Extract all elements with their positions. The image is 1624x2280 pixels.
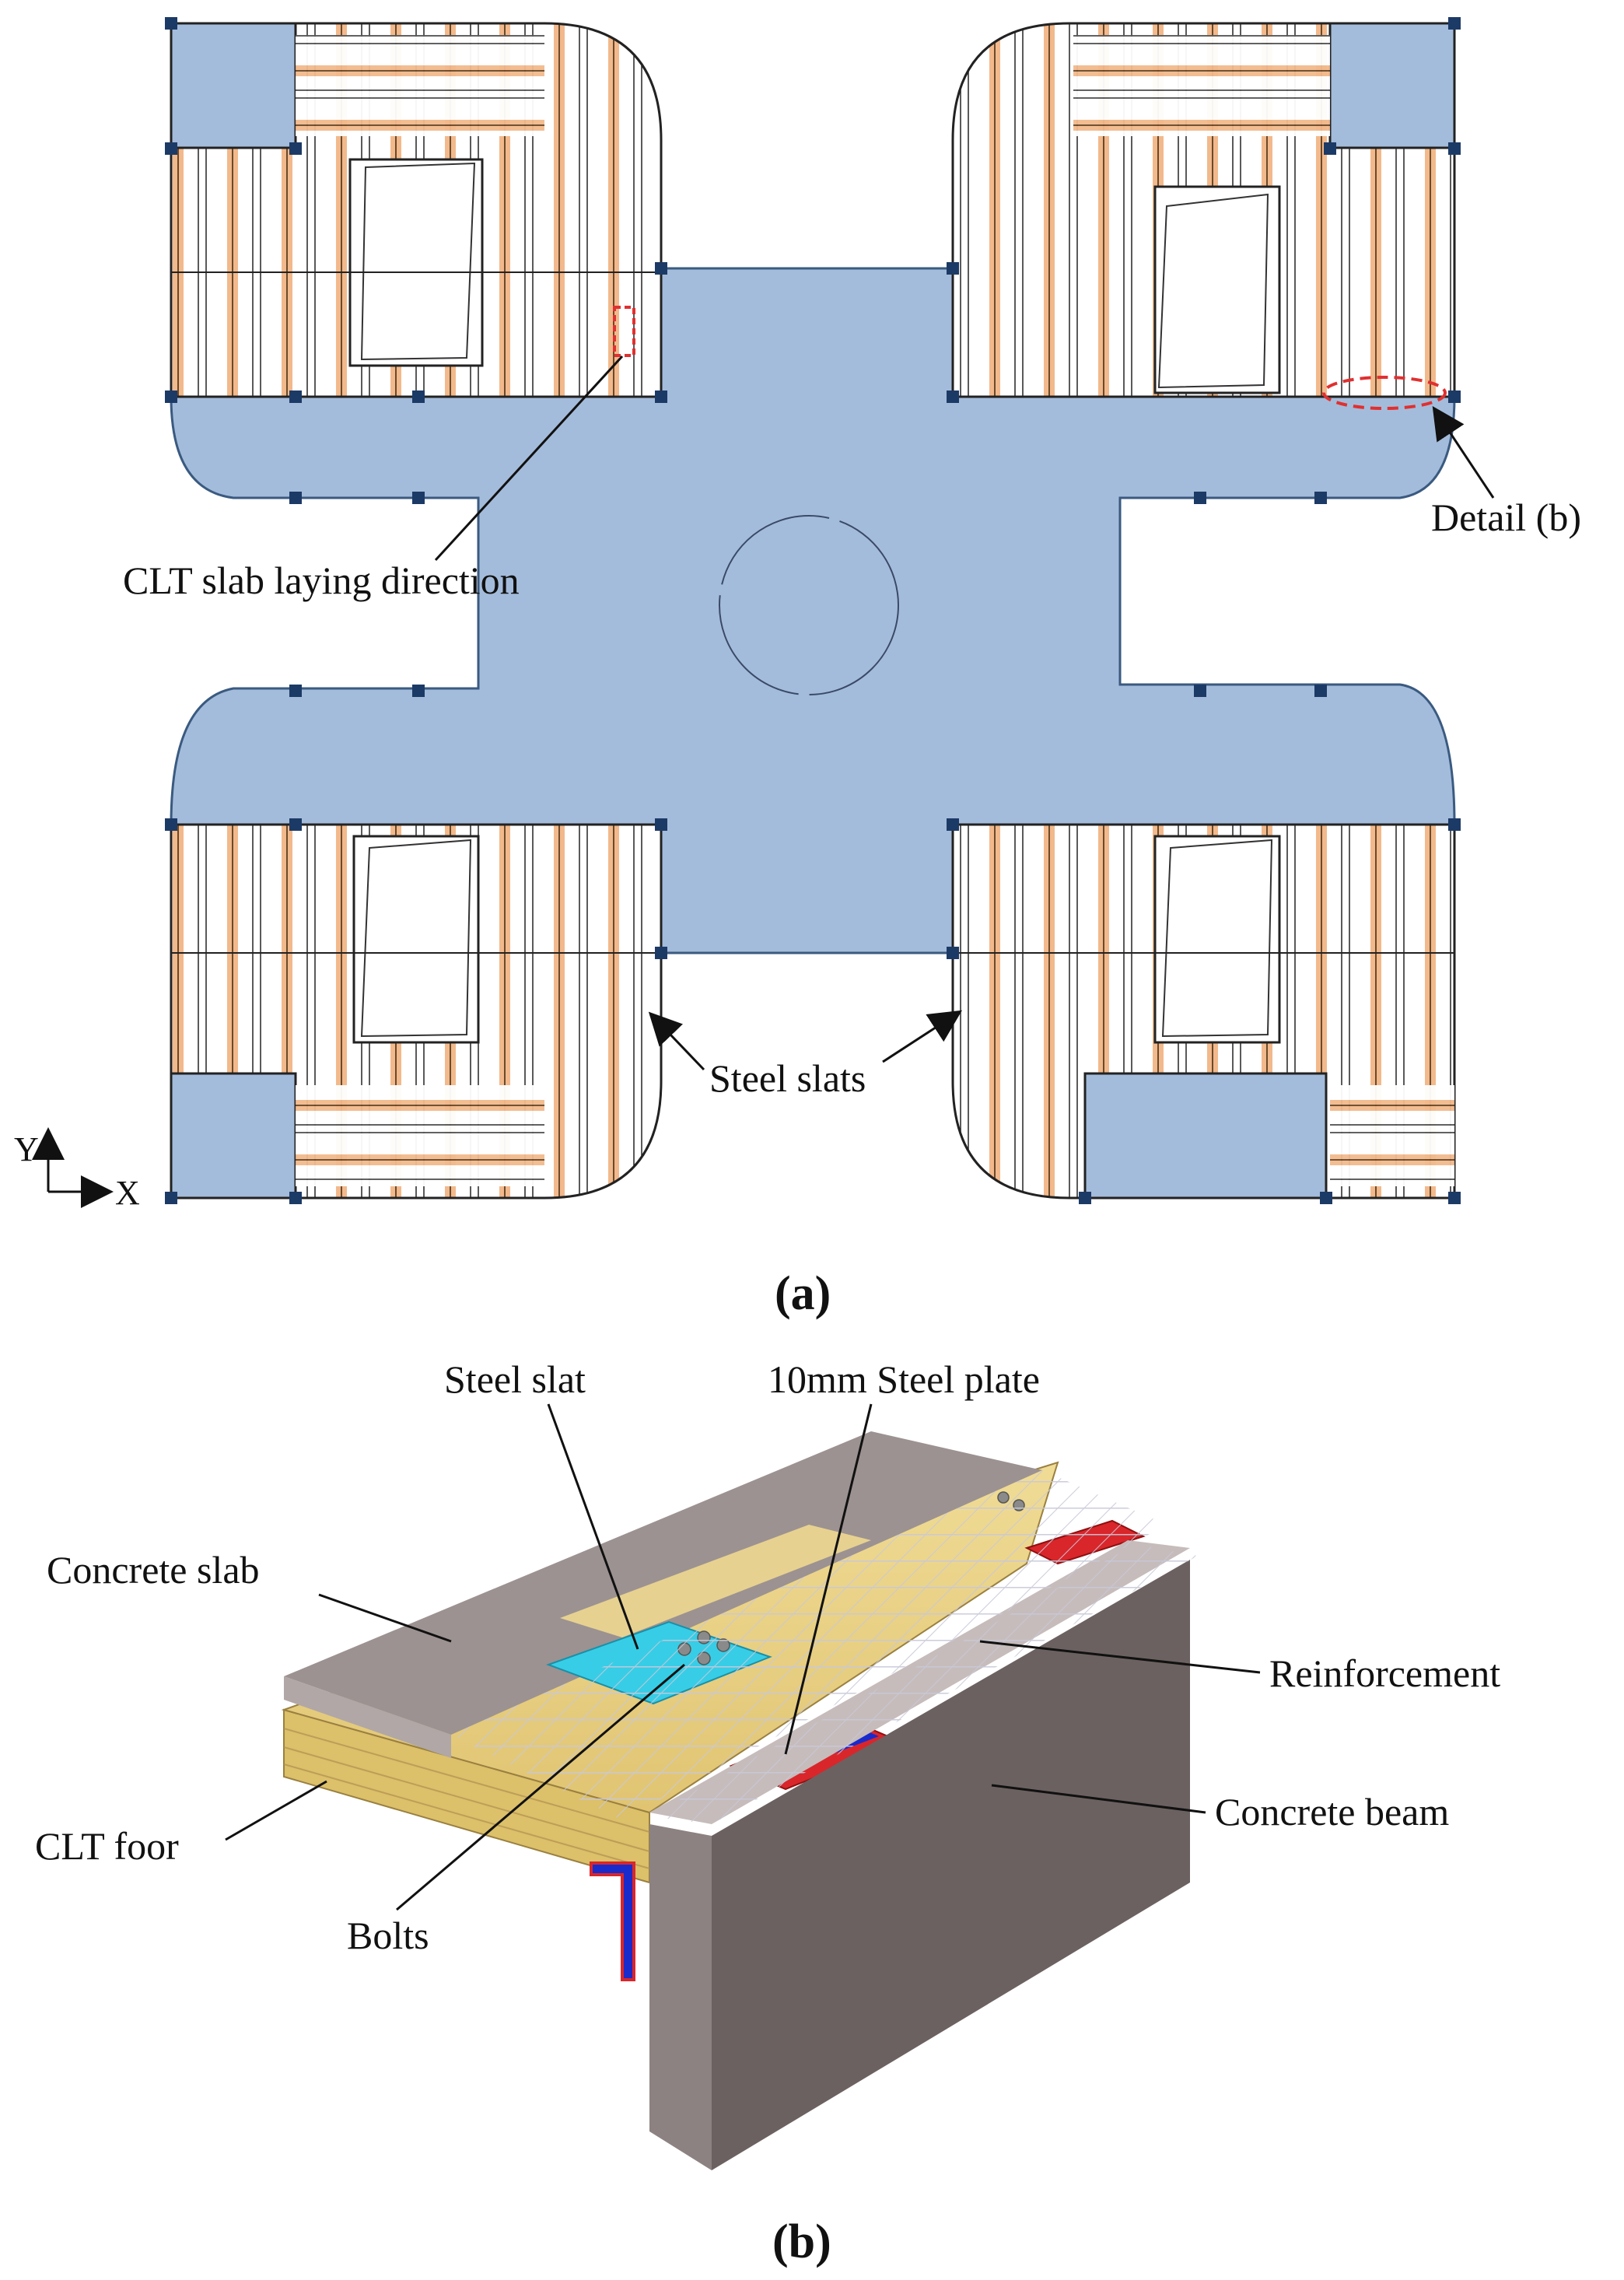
panel-a-floor-plan: CLT slab laying direction Detail (b) Ste… xyxy=(14,17,1581,1320)
label-steel-plate: 10mm Steel plate xyxy=(768,1357,1040,1401)
concrete-beam-front xyxy=(649,1824,712,2170)
label-steel-slats: Steel slats xyxy=(709,1056,866,1100)
label-steel-slat: Steel slat xyxy=(444,1357,586,1401)
column-markers xyxy=(165,17,1461,1204)
detail-b-callout-ellipse xyxy=(1322,376,1447,410)
steel-slats-leader-right xyxy=(882,1010,963,1063)
concrete-slab-leader xyxy=(318,1593,452,1643)
label-detail-b: Detail (b) xyxy=(1431,496,1581,539)
label-clt-slab-laying-direction: CLT slab laying direction xyxy=(123,559,520,602)
quadrant-top-left xyxy=(170,22,663,398)
axis-label-y: Y xyxy=(14,1130,39,1168)
quadrant-bottom-left xyxy=(170,823,663,1200)
axis-label-x: X xyxy=(115,1174,140,1212)
label-concrete-beam: Concrete beam xyxy=(1215,1790,1449,1833)
xy-axis-indicator: Y X xyxy=(14,1127,140,1212)
reinforcement-mesh xyxy=(451,1470,1167,1820)
concrete-beam-leader xyxy=(991,1784,1206,1814)
caption-a: (a) xyxy=(775,1267,831,1320)
core-circle-outline xyxy=(719,515,899,695)
steel-angle-bracket xyxy=(590,1861,635,1981)
concrete-slab-front xyxy=(284,1676,451,1758)
clt-direction-leader xyxy=(434,355,624,562)
clt-floor-leader xyxy=(225,1780,327,1841)
label-concrete-slab: Concrete slab xyxy=(47,1548,260,1592)
quadrant-bottom-right xyxy=(951,823,1456,1200)
concrete-corner-block xyxy=(170,22,297,149)
concrete-slab-notch xyxy=(560,1525,871,1637)
steel-slat-leader xyxy=(547,1403,639,1650)
concrete-corner-block xyxy=(170,1072,297,1200)
panel-b-connection-detail: Steel slat 10mm Steel plate Concrete sla… xyxy=(35,1357,1500,2268)
quadrant-top-right xyxy=(951,22,1456,410)
label-bolts: Bolts xyxy=(347,1914,429,1957)
clt-direction-callout-box xyxy=(613,306,635,357)
steel-slats-leader-left xyxy=(648,1011,705,1071)
bolts-leader xyxy=(396,1663,685,1911)
reinforcement-leader xyxy=(979,1640,1261,1674)
concrete-beam-side xyxy=(712,1560,1190,2170)
detail-b-leader xyxy=(1432,406,1495,499)
concrete-corner-block xyxy=(1328,22,1456,149)
steel-plate-leader xyxy=(784,1403,873,1755)
label-reinforcement: Reinforcement xyxy=(1269,1651,1500,1695)
concrete-corner-block xyxy=(1083,1072,1328,1200)
label-clt-floor: CLT foor xyxy=(35,1824,179,1868)
caption-b: (b) xyxy=(772,2215,831,2268)
